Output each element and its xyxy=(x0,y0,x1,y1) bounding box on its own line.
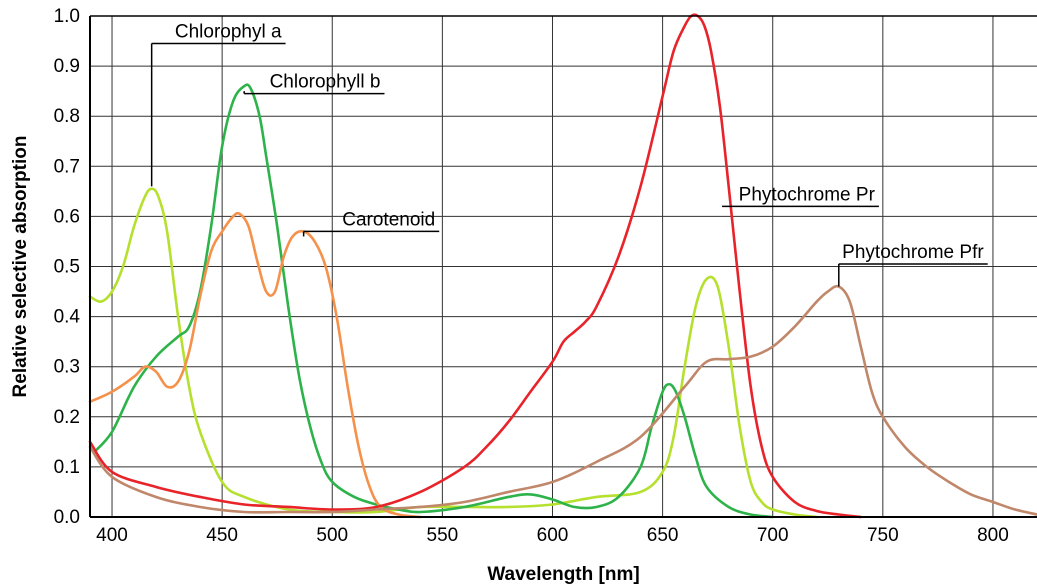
x-tick-label-550: 550 xyxy=(427,525,459,546)
y-tick-label-0.5: 0.5 xyxy=(54,257,80,278)
y-tick-label-0: 0.0 xyxy=(54,507,80,528)
x-tick-label-600: 600 xyxy=(537,525,569,546)
series-label-group-chlorophyl-a: Chlorophyl a xyxy=(150,22,286,187)
series-label-group-chlorophyll-b: Chlorophyll b xyxy=(243,72,385,95)
x-tick-label-650: 650 xyxy=(647,525,679,546)
series-line-phytochrome-pfr xyxy=(88,284,1037,516)
y-tick-label-0.2: 0.2 xyxy=(54,407,80,428)
x-tick-label-750: 750 xyxy=(867,525,899,546)
y-tick-label-0.7: 0.7 xyxy=(54,156,80,177)
series-line-chlorophyll-b xyxy=(93,83,775,519)
y-tick-label-1: 1.0 xyxy=(54,6,80,27)
x-tick-label-450: 450 xyxy=(206,525,238,546)
y-tick-label-0.9: 0.9 xyxy=(54,56,80,77)
series-label-group-phytochrome-pfr: Phytochrome Pfr xyxy=(838,242,988,287)
tick-labels: 400 450 500 550 600 650 700 750 800 0.0 0.1 0.2 0.3 0… xyxy=(54,6,1009,546)
y-tick-label-0.6: 0.6 xyxy=(54,206,80,227)
x-tick-label-400: 400 xyxy=(96,525,128,546)
y-tick-label-0.3: 0.3 xyxy=(54,357,80,378)
series-line-phytochrome-pr xyxy=(88,13,863,519)
series-layer xyxy=(88,13,1037,519)
series-label-chlorophyl-a: Chlorophyl a xyxy=(175,22,282,43)
series-label-group-phytochrome-pr: Phytochrome Pr xyxy=(722,184,879,208)
y-tick-label-0.4: 0.4 xyxy=(54,307,81,328)
series-line-carotenoid xyxy=(88,211,422,519)
series-label-phytochrome-pfr: Phytochrome Pfr xyxy=(842,242,984,263)
y-tick-label-0.8: 0.8 xyxy=(54,106,80,127)
series-line-chlorophyl-a xyxy=(88,187,819,519)
series-label-group-carotenoid: Carotenoid xyxy=(302,209,440,237)
grid-lines xyxy=(90,15,1037,518)
series-label-carotenoid: Carotenoid xyxy=(342,209,435,230)
x-tick-label-800: 800 xyxy=(977,525,1009,546)
axes xyxy=(89,15,1037,518)
x-tick-label-500: 500 xyxy=(316,525,348,546)
y-tick-label-0.1: 0.1 xyxy=(54,457,80,478)
series-label-phytochrome-pr: Phytochrome Pr xyxy=(739,184,876,205)
x-tick-label-700: 700 xyxy=(757,525,789,546)
series-label-chlorophyll-b: Chlorophyll b xyxy=(270,72,381,93)
x-axis-label: Wavelength [nm] xyxy=(487,564,639,585)
y-axis-label: Relative selective absorption xyxy=(10,136,31,398)
